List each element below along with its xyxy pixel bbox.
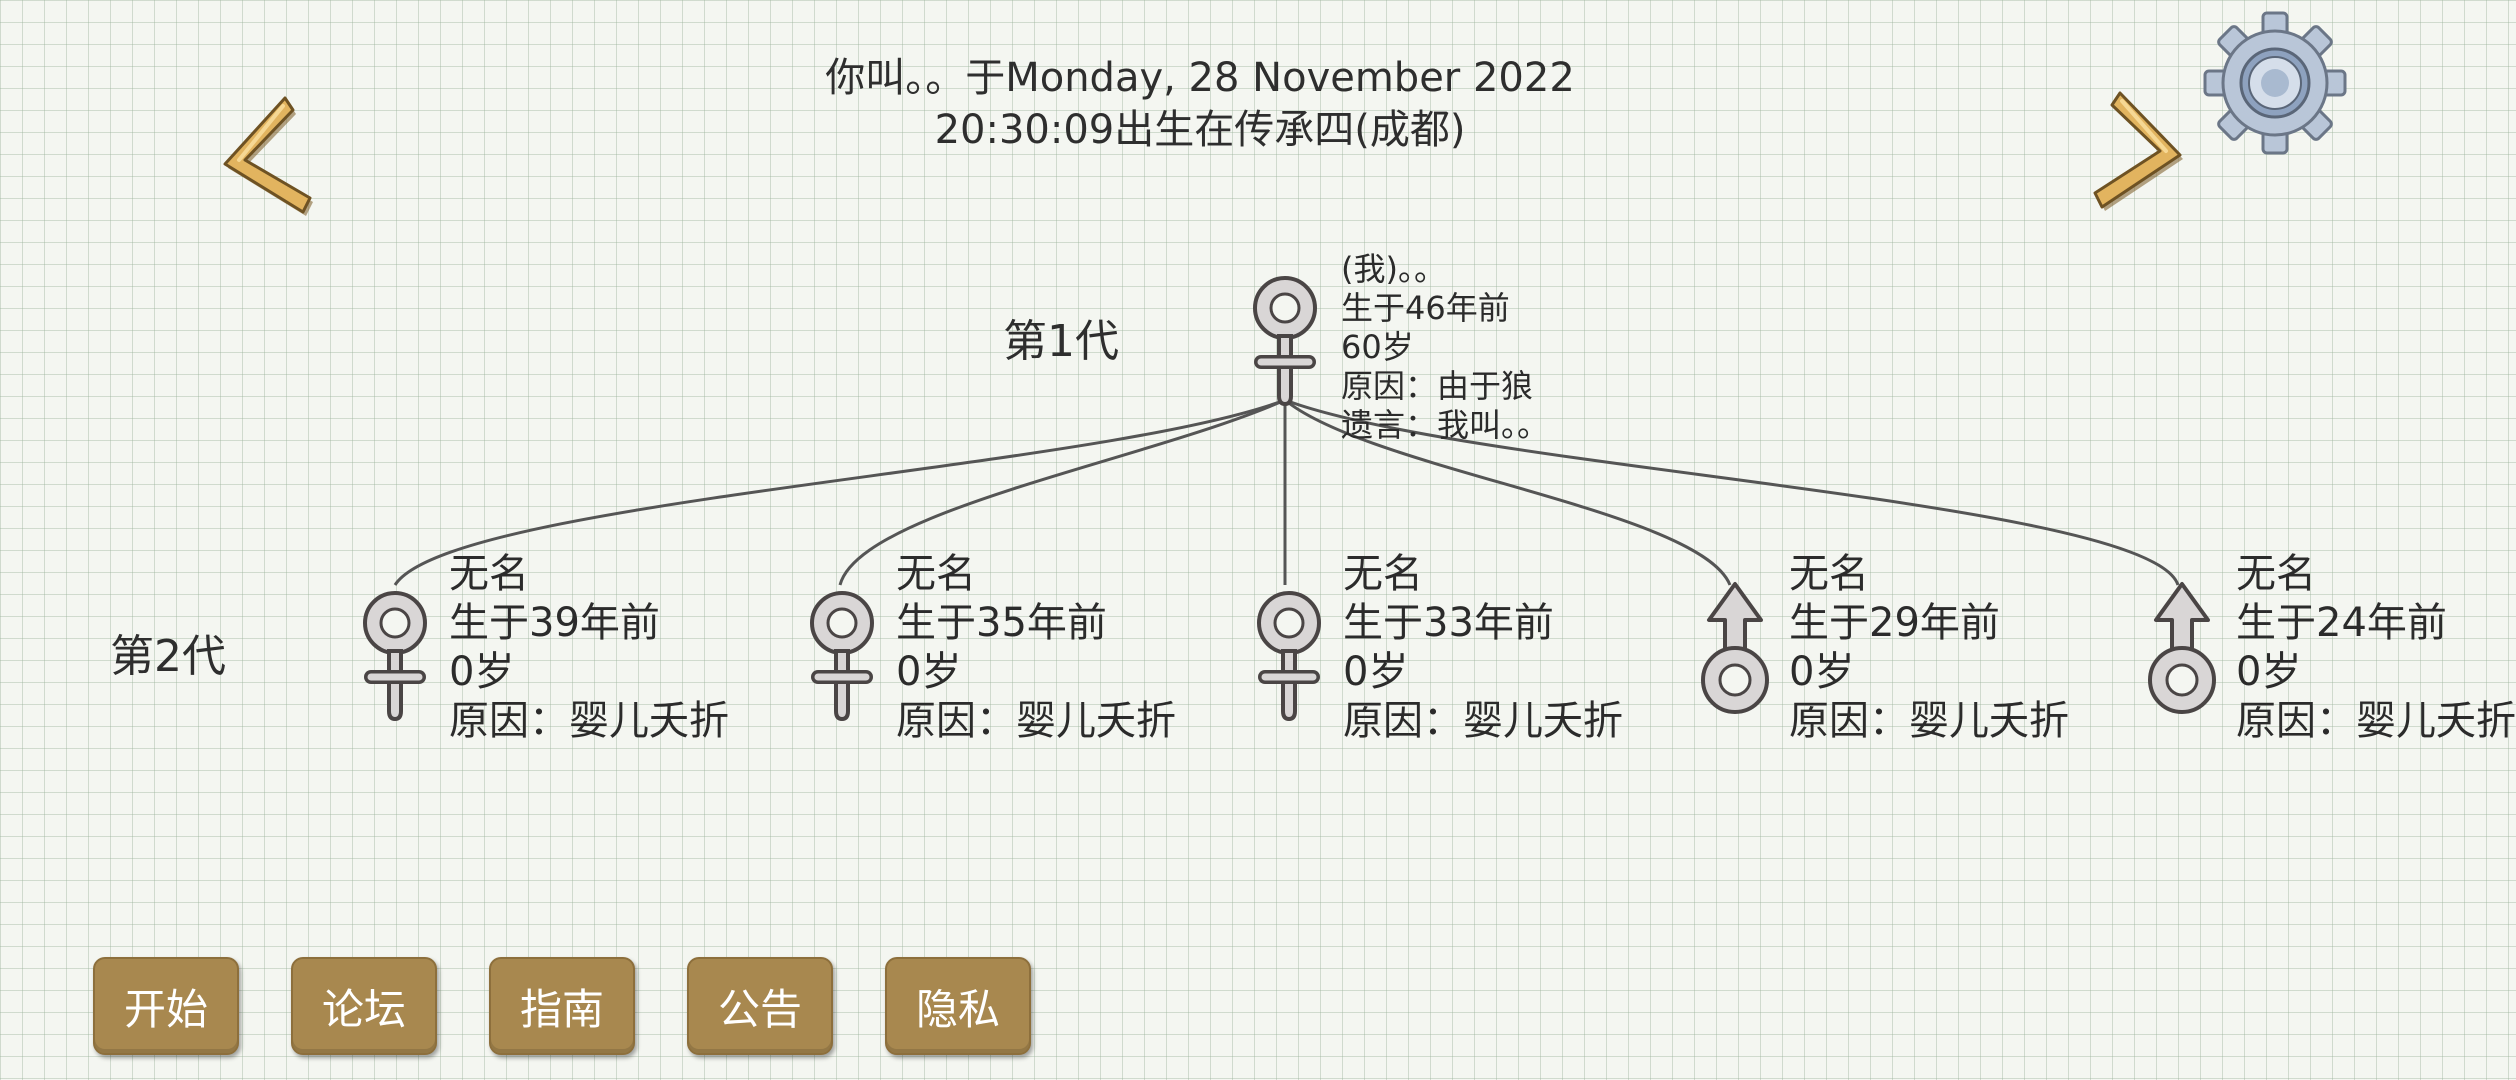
birth-info-line-1: 你叫。。于Monday, 28 November 2022 (825, 55, 1575, 101)
child-info: 无名 生于33年前 0岁 原因：婴儿夭折 (1343, 550, 1623, 746)
child-cause: 原因：婴儿夭折 (896, 698, 1176, 744)
generation-2-label: 第2代 (110, 631, 226, 682)
previous-button[interactable] (215, 90, 325, 220)
child-birth: 生于39年前 (449, 600, 660, 646)
child-info: 无名 生于39年前 0岁 原因：婴儿夭折 (449, 550, 729, 746)
child-age: 0岁 (1343, 649, 1409, 695)
child-name: 无名 (2236, 551, 2316, 597)
root-age: 60岁 (1341, 328, 1414, 366)
child-age: 0岁 (896, 649, 962, 695)
child-info: 无名 生于29年前 0岁 原因：婴儿夭折 (1789, 550, 2069, 746)
child-age: 0岁 (449, 649, 515, 695)
female-symbol-icon (802, 585, 882, 725)
root-info: (我)。。 生于46年前 60岁 原因：由于狼 遗言：我叫。。 (1341, 250, 1549, 445)
root-birth: 生于46年前 (1341, 289, 1510, 327)
child-birth: 生于29年前 (1789, 600, 2000, 646)
chevron-right-icon (2093, 91, 2183, 211)
child-name: 无名 (1343, 551, 1423, 597)
child-cause: 原因：婴儿夭折 (2236, 698, 2516, 744)
guide-button[interactable]: 指南 (489, 957, 635, 1055)
birth-info-header: 你叫。。于Monday, 28 November 2022 20:30:09出生… (600, 52, 1800, 156)
female-symbol-icon (1249, 585, 1329, 725)
child-info: 无名 生于35年前 0岁 原因：婴儿夭折 (896, 550, 1176, 746)
root-cause: 原因：由于狼 (1341, 367, 1534, 405)
family-tree-connectors (393, 398, 2180, 586)
male-symbol-icon (2142, 580, 2222, 720)
forum-button[interactable]: 论坛 (291, 957, 437, 1055)
announcement-button[interactable]: 公告 (687, 957, 833, 1055)
child-name: 无名 (1789, 551, 1869, 597)
gear-icon (2203, 11, 2347, 155)
root-name: (我)。。 (1341, 250, 1446, 288)
child-cause: 原因：婴儿夭折 (1343, 698, 1623, 744)
child-birth: 生于35年前 (896, 600, 1107, 646)
child-cause: 原因：婴儿夭折 (449, 698, 729, 744)
child-cause: 原因：婴儿夭折 (1789, 698, 2069, 744)
start-button[interactable]: 开始 (93, 957, 239, 1055)
child-birth: 生于33年前 (1343, 600, 1554, 646)
settings-button[interactable] (2200, 8, 2350, 158)
female-symbol-icon (1245, 270, 1325, 410)
birth-info-line-2: 20:30:09出生在传承四(成都) (934, 107, 1466, 153)
male-symbol-icon (1695, 580, 1775, 720)
privacy-button[interactable]: 隐私 (885, 957, 1031, 1055)
child-age: 0岁 (2236, 649, 2302, 695)
child-name: 无名 (896, 551, 976, 597)
chevron-left-icon (223, 96, 313, 216)
female-symbol-icon (355, 585, 435, 725)
child-birth: 生于24年前 (2236, 600, 2447, 646)
child-age: 0岁 (1789, 649, 1855, 695)
root-last-words: 遗言：我叫。。 (1341, 406, 1550, 444)
child-name: 无名 (449, 551, 529, 597)
generation-1-label: 第1代 (1003, 316, 1119, 367)
child-info: 无名 生于24年前 0岁 原因：婴儿夭折 (2236, 550, 2516, 746)
next-button[interactable] (2080, 85, 2190, 215)
